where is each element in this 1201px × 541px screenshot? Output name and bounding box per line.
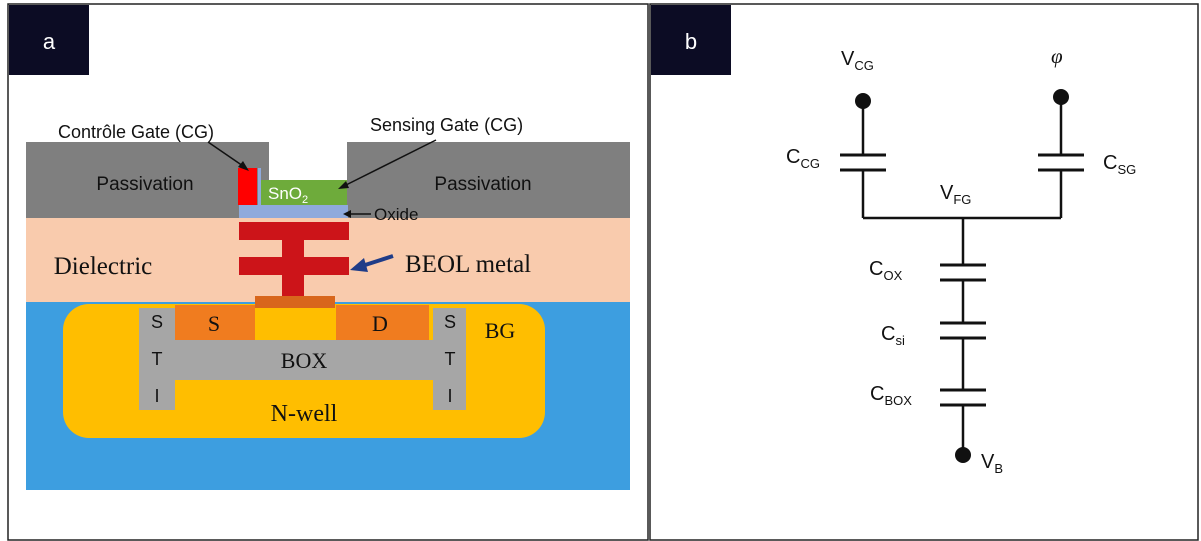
beol-arrow-shaft bbox=[361, 254, 394, 268]
oxide-callout: Oxide bbox=[374, 205, 418, 224]
sensing-gate-callout: Sensing Gate (CG) bbox=[370, 115, 523, 135]
sti-left-label: S T I bbox=[151, 312, 163, 406]
svg-text:I: I bbox=[447, 386, 452, 406]
vfg-label: VFG bbox=[940, 182, 971, 207]
channel bbox=[255, 308, 339, 340]
passivation-left-label: Passivation bbox=[96, 174, 193, 195]
panel-b-badge-label: b bbox=[685, 29, 697, 54]
csg-label: CSG bbox=[1103, 152, 1136, 177]
circuit-wires bbox=[861, 97, 1063, 455]
vb-terminal bbox=[955, 447, 971, 463]
passivation-right-label: Passivation bbox=[434, 174, 531, 195]
control-gate-leader bbox=[207, 141, 244, 167]
vcg-label: VCG bbox=[841, 48, 874, 73]
sti-right-label: S T I bbox=[444, 312, 456, 406]
control-gate-arrowhead bbox=[238, 161, 249, 171]
phi-label: φ bbox=[1051, 44, 1063, 68]
oxide-arrowhead bbox=[343, 210, 351, 218]
sensing-gate-arrowhead bbox=[338, 181, 349, 189]
control-gate-callout: Contrôle Gate (CG) bbox=[58, 122, 214, 142]
beol-arrowhead bbox=[350, 258, 368, 272]
svg-text:T: T bbox=[152, 349, 163, 369]
beol-metal bbox=[239, 222, 349, 296]
source-region bbox=[175, 305, 255, 340]
control-gate bbox=[238, 168, 257, 205]
sensing-gate-leader bbox=[343, 139, 437, 187]
dielectric-label: Dielectric bbox=[54, 253, 153, 280]
passivation-right bbox=[347, 142, 630, 218]
gate-stack bbox=[255, 296, 335, 308]
panel-a-badge bbox=[9, 5, 89, 75]
vb-label: VB bbox=[981, 451, 1003, 476]
panel-b: b VCG φ CCG bbox=[649, 3, 1199, 541]
box-label: BOX bbox=[281, 348, 328, 373]
sno2-sensing-gate bbox=[258, 180, 347, 205]
drain-region bbox=[336, 305, 429, 340]
cbox-label: CBOX bbox=[870, 383, 912, 408]
beol-callout: BEOL metal bbox=[405, 251, 531, 278]
csi-label: Csi bbox=[881, 323, 905, 348]
sno2-label: SnO2 bbox=[268, 184, 308, 206]
svg-text:I: I bbox=[154, 386, 159, 406]
panel-b-badge bbox=[651, 5, 731, 75]
svg-text:S: S bbox=[151, 312, 163, 332]
cox-label: COX bbox=[869, 258, 903, 283]
ccg-label: CCG bbox=[786, 146, 820, 171]
drain-label: D bbox=[372, 311, 388, 336]
panel-b-frame bbox=[649, 3, 1199, 541]
svg-text:S: S bbox=[444, 312, 456, 332]
cg-liner bbox=[258, 168, 261, 205]
svg-text:T: T bbox=[445, 349, 456, 369]
nwell-label: N-well bbox=[271, 401, 338, 427]
source-label: S bbox=[208, 311, 220, 336]
passivation-left bbox=[26, 142, 269, 218]
capacitor-plates bbox=[840, 153, 1084, 407]
sti-box bbox=[139, 308, 466, 410]
panel-a-badge-label: a bbox=[43, 29, 56, 54]
bg-label: BG bbox=[485, 318, 516, 343]
panel-a: a Passivation Passivation bbox=[7, 3, 649, 541]
vcg-terminal bbox=[855, 93, 871, 109]
oxide-layer bbox=[239, 205, 348, 218]
phi-terminal bbox=[1053, 89, 1069, 105]
